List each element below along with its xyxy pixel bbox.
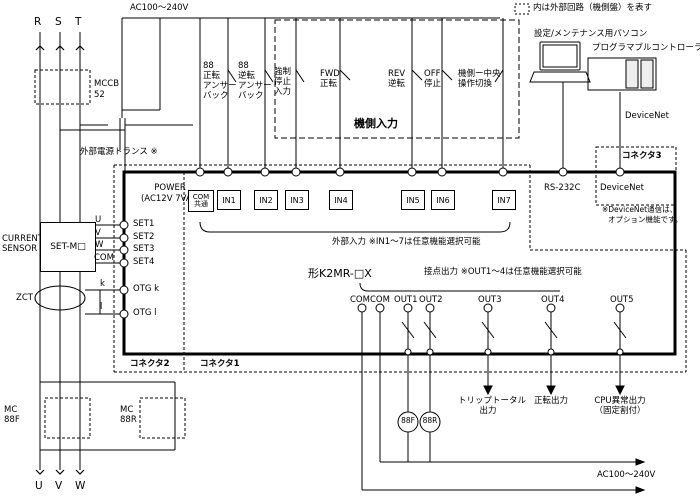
out-com2-label: COM: [370, 295, 390, 305]
phase-s: S: [55, 16, 62, 28]
trip-total-1: トリップトータル: [458, 396, 527, 406]
phase-w: W: [75, 480, 86, 492]
power-label-2: (AC12V 7VA): [140, 194, 196, 204]
coil-88r: 88R: [422, 416, 438, 425]
phase-v: V: [55, 480, 63, 492]
connector2-label: コネクタ2: [130, 359, 170, 369]
zct-k: k: [100, 279, 105, 289]
supply-top-label: AC100～240V: [130, 3, 189, 13]
set2-label: SET2: [133, 232, 155, 242]
switch-label-2: 操作切換: [458, 79, 493, 89]
set4-label: SET4: [133, 257, 155, 267]
input-terminal-in6: IN6: [431, 190, 455, 210]
otg-k-label: OTG k: [133, 284, 160, 294]
fwd-answer-1: 88: [203, 61, 214, 71]
current-sensor-1: CURRENT: [2, 234, 43, 244]
machine-input-label: 機側入力: [354, 117, 398, 130]
com-common-terminal: COM 共通: [188, 190, 214, 212]
mc-88f-1: MC: [4, 405, 18, 415]
cpu-error-1: CPU異常出力: [594, 396, 646, 406]
input-terminal-in1: IN1: [217, 190, 241, 210]
rev-label-1: REV: [388, 69, 406, 79]
devicenet-label: DeviceNet: [625, 111, 669, 121]
switch-label-1: 機側ー中央: [458, 69, 501, 79]
fwd-answer-2: 正転: [203, 71, 221, 81]
com-common-2: 共通: [194, 200, 208, 208]
mc-88f-2: 88F: [4, 415, 20, 425]
rev-label-2: 逆転: [388, 79, 406, 89]
fwd-answer-3: アンサー: [203, 81, 237, 91]
model-label: 形K2MR-□X: [308, 267, 372, 280]
off-label-1: OFF: [424, 69, 441, 79]
phase-r: R: [34, 16, 42, 28]
rs232c-label: RS-232C: [544, 183, 581, 193]
rev-answer-1: 88: [238, 61, 249, 71]
legend-text: 内は外部回路（機側盤）を表す: [533, 3, 653, 13]
out5-label: OUT5: [610, 295, 634, 305]
pc-label: 設定/メンテナンス用パソコン: [534, 29, 648, 39]
mccb-label-2: 52: [94, 90, 105, 100]
phase-t: T: [75, 16, 82, 28]
input-terminal-in2: IN2: [254, 190, 278, 210]
connector1-label: コネクタ1: [200, 359, 240, 369]
zct-l: l: [100, 302, 103, 312]
otg-l-label: OTG l: [133, 308, 157, 318]
forced-stop-2: 停止: [274, 77, 292, 87]
out4-label: OUT4: [541, 295, 565, 305]
power-label-1: POWER: [154, 183, 186, 193]
sensor-u: U: [95, 215, 102, 225]
transformer-label: 外部電源トランス ※: [80, 147, 158, 157]
mc-88r-2: 88R: [120, 415, 137, 425]
sensor-w: W: [95, 240, 104, 250]
connector3-label: コネクタ3: [622, 151, 662, 161]
mc-88r-1: MC: [120, 405, 134, 415]
sensor-v: V: [95, 228, 101, 238]
plc-label: プログラマブルコントローラ: [592, 43, 700, 53]
external-input-label: 外部入力 ※IN1～7は任意機能選択可能: [332, 237, 481, 247]
fwd-answer-4: バック: [203, 91, 229, 101]
input-terminal-in4: IN4: [329, 190, 353, 210]
fwd-label-1: FWD: [320, 69, 340, 79]
input-terminal-in7: IN7: [492, 190, 516, 210]
out1-label: OUT1: [394, 295, 418, 305]
supply-bottom-label: AC100～240V: [597, 470, 656, 480]
set3-label: SET3: [133, 244, 155, 254]
rev-answer-2: 逆転: [238, 71, 256, 81]
out2-label: OUT2: [419, 295, 443, 305]
input-terminal-in3: IN3: [285, 190, 309, 210]
mccb-label-1: MCCB: [94, 79, 120, 89]
zct-label: ZCT: [16, 293, 33, 303]
phase-u: U: [35, 480, 43, 492]
devicenet-note-2: オプション機能です。: [608, 215, 683, 224]
com-common-1: COM: [192, 193, 210, 201]
current-sensor-2: SENSOR: [2, 244, 38, 254]
trip-total-2: 出力: [479, 406, 497, 416]
out-com1-label: COM: [350, 295, 370, 305]
coil-88f: 88F: [401, 416, 415, 425]
fwd-label-2: 正転: [320, 79, 338, 89]
sensor-unit: SET-M□: [40, 222, 96, 272]
contact-output-label: 接点出力 ※OUT1～4は任意機能選択可能: [424, 267, 582, 277]
forced-stop-3: 入力: [274, 87, 292, 97]
rev-answer-3: アンサー: [238, 81, 272, 91]
fwd-output-label: 正転出力: [533, 396, 568, 406]
input-terminal-in5: IN5: [401, 190, 425, 210]
devicenet-note-1: ※DeviceNet通信は、: [602, 205, 678, 214]
cpu-error-2: （固定割付）: [594, 406, 646, 416]
sensor-com: COM: [94, 253, 114, 263]
forced-stop-1: 強制: [274, 67, 292, 77]
rev-answer-4: バック: [238, 91, 264, 101]
devicenet-terminal-label: DeviceNet: [600, 183, 644, 193]
off-label-2: 停止: [424, 79, 442, 89]
out3-label: OUT3: [478, 295, 502, 305]
set1-label: SET1: [133, 219, 155, 229]
